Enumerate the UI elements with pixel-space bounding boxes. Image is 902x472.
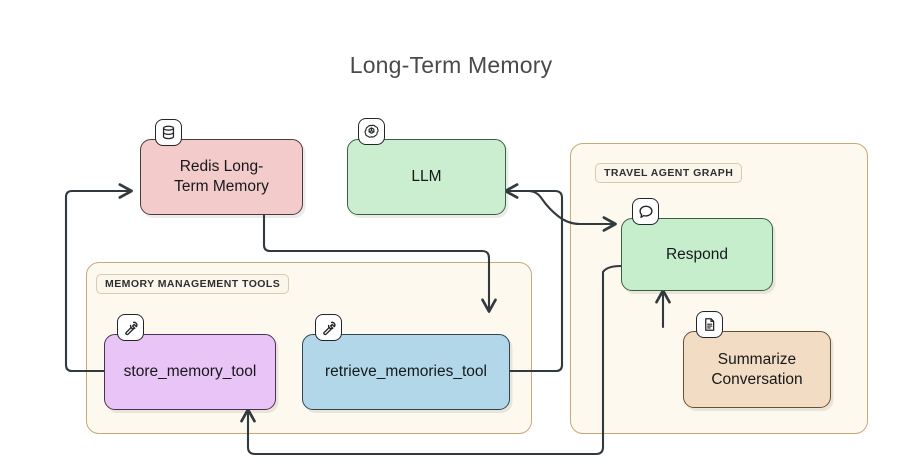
node-label-summarize-conversation: Summarize Conversation (711, 350, 803, 388)
edge-store-to-redis (64, 191, 131, 373)
node-summarize-conversation[interactable]: Summarize Conversation (683, 331, 831, 408)
group-label-travel-agent-graph: TRAVEL AGENT GRAPH (595, 163, 743, 183)
node-label-store-memory-tool: store_memory_tool (123, 363, 257, 381)
edge-retrieve-to-respond (526, 189, 615, 224)
edge-respond-to-store (248, 264, 623, 456)
node-respond[interactable]: Respond (621, 218, 773, 291)
hammer-icon (315, 314, 342, 341)
edge-retrieve-to-llm (506, 191, 564, 373)
openai-icon (358, 118, 385, 145)
node-label-redis: Redis Long- Term Memory (174, 158, 269, 195)
node-retrieve-memories-tool[interactable]: retrieve_memories_tool (302, 334, 510, 410)
database-icon (155, 119, 182, 146)
edge-redis-to-retrieve (262, 213, 489, 311)
document-icon (696, 311, 723, 338)
node-redis-long-term-memory[interactable]: Redis Long- Term Memory (140, 139, 303, 215)
speech-bubble-icon (632, 198, 659, 225)
node-label-respond: Respond (665, 245, 729, 263)
node-store-memory-tool[interactable]: store_memory_tool (104, 334, 276, 410)
node-label-llm: LLM (411, 168, 442, 186)
page-title: Long-Term Memory (349, 52, 553, 78)
hammer-icon (117, 314, 144, 341)
node-llm[interactable]: LLM (347, 139, 506, 215)
node-label-retrieve-memories-tool: retrieve_memories_tool (325, 363, 487, 381)
group-label-memory-management-tools: MEMORY MANAGEMENT TOOLS (96, 274, 290, 294)
